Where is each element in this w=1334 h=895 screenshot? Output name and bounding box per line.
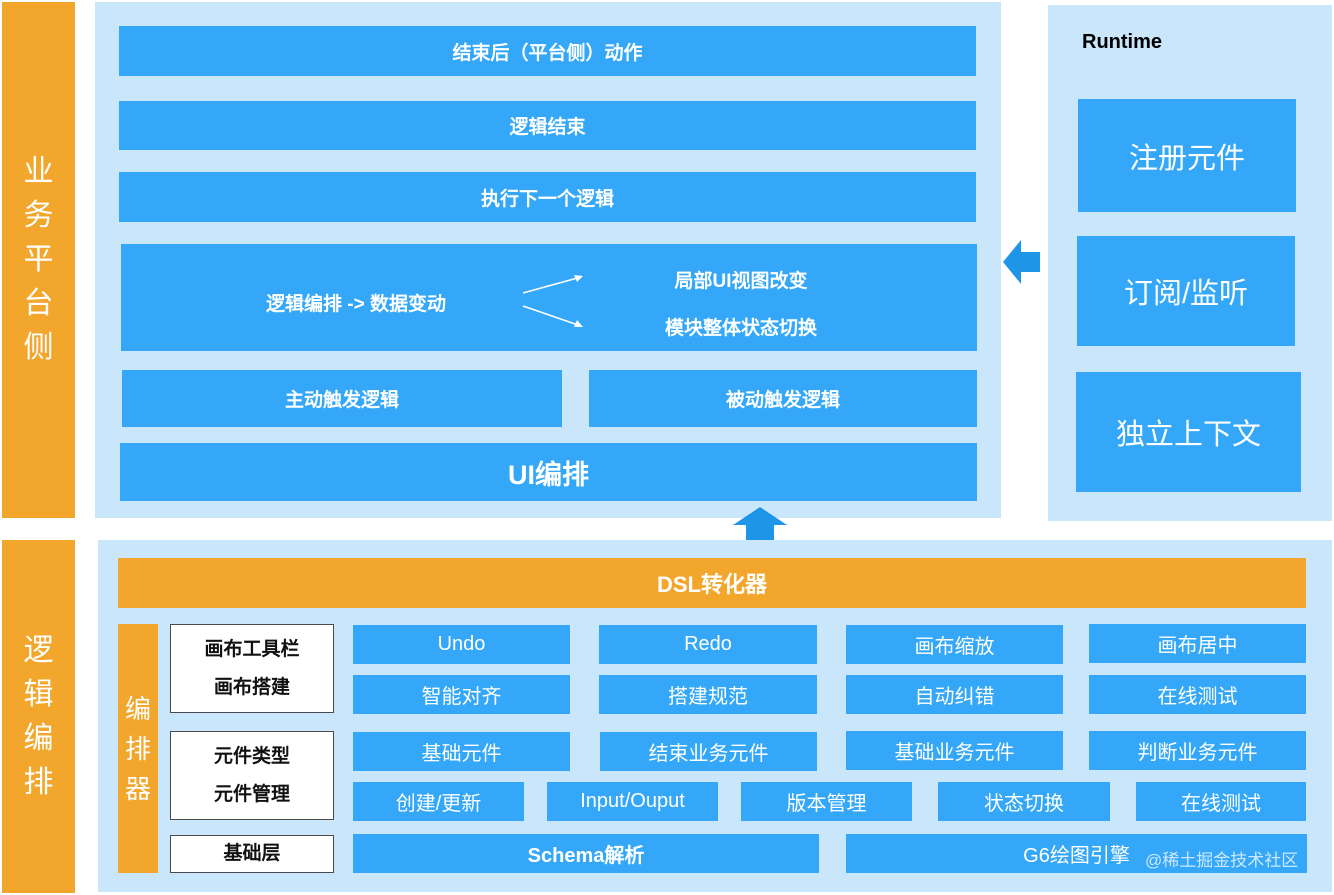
flow-target-ui-label: 局部UI视图改变: [674, 271, 808, 292]
orchestrator-char: 排: [124, 733, 151, 764]
ui-orchestration-block: UI编排: [120, 443, 977, 501]
auto-correct-block: 自动纠错: [846, 675, 1063, 714]
orchestrator-char: 器: [124, 773, 151, 804]
subscribe-listen-block: 订阅/监听: [1077, 236, 1295, 346]
judge-business-component-block: 判断业务元件: [1089, 731, 1306, 770]
flow-branch-arrows: [522, 275, 583, 327]
after-end-action-block: 结束后（平台侧）动作: [119, 26, 976, 76]
side-char: 务: [23, 199, 54, 232]
side-char: 排: [23, 765, 54, 799]
arrow-left-icon: [1003, 240, 1040, 284]
undo-block: Undo: [353, 625, 570, 664]
input-output-block: Input/Ouput: [547, 782, 718, 821]
schema-parse-block: Schema解析: [353, 834, 819, 873]
register-component-block: 注册元件: [1078, 99, 1296, 212]
business-platform-side-label: 业 务 平 台 侧: [2, 2, 75, 518]
passive-trigger-block: 被动触发逻辑: [589, 370, 977, 427]
flow-target-module-label: 模块整体状态切换: [664, 318, 817, 339]
logic-end-block: 逻辑结束: [119, 101, 976, 150]
create-update-block: 创建/更新: [353, 782, 524, 821]
watermark: @稀土掘金技术社区: [1145, 851, 1299, 870]
build-spec-block: 搭建规范: [599, 675, 817, 714]
basic-component-block: 基础元件: [353, 732, 570, 771]
logic-data-flow-block: 逻辑编排 -> 数据变动 局部UI视图改变 模块整体状态切换: [121, 244, 977, 351]
end-business-component-block: 结束业务元件: [600, 732, 817, 771]
redo-block: Redo: [599, 625, 817, 664]
component-type-label: 元件类型: [213, 745, 290, 767]
base-layer-box: 基础层: [170, 835, 334, 873]
canvas-build-label: 画布搭建: [213, 676, 290, 698]
dsl-converter-bar: DSL转化器: [118, 558, 1306, 608]
version-manage-block: 版本管理: [741, 782, 912, 821]
side-char: 辑: [23, 677, 54, 711]
isolated-context-block: 独立上下文: [1076, 372, 1301, 492]
component-group-box: 元件类型 元件管理: [170, 731, 334, 820]
component-manage-label: 元件管理: [213, 783, 290, 805]
side-char: 业: [23, 155, 54, 188]
side-char: 台: [23, 287, 54, 320]
side-char: 平: [23, 243, 54, 276]
canvas-center-block: 画布居中: [1089, 624, 1306, 663]
orchestrator-label: 编 排 器: [118, 624, 158, 873]
online-test-block: 在线测试: [1089, 675, 1306, 714]
arrow-up-icon: [733, 507, 787, 550]
basic-business-component-block: 基础业务元件: [846, 731, 1063, 770]
side-char: 编: [23, 721, 54, 755]
g6-render-engine-block: G6绘图引擎: [846, 834, 1307, 873]
online-test-block-2: 在线测试: [1136, 782, 1306, 821]
runtime-title: Runtime: [1082, 31, 1162, 53]
smart-align-block: 智能对齐: [353, 675, 570, 714]
flow-source-label: 逻辑编排 -> 数据变动: [266, 294, 446, 315]
state-switch-block: 状态切换: [938, 782, 1110, 821]
logic-orchestration-side-label: 逻 辑 编 排: [2, 540, 75, 893]
orchestrator-char: 编: [124, 693, 151, 724]
canvas-zoom-block: 画布缩放: [846, 625, 1063, 664]
side-char: 侧: [23, 331, 54, 364]
active-trigger-block: 主动触发逻辑: [122, 370, 562, 427]
canvas-group-box: 画布工具栏 画布搭建: [170, 624, 334, 713]
next-logic-block: 执行下一个逻辑: [119, 172, 976, 222]
canvas-toolbar-label: 画布工具栏: [204, 638, 300, 660]
side-char: 逻: [23, 633, 54, 667]
